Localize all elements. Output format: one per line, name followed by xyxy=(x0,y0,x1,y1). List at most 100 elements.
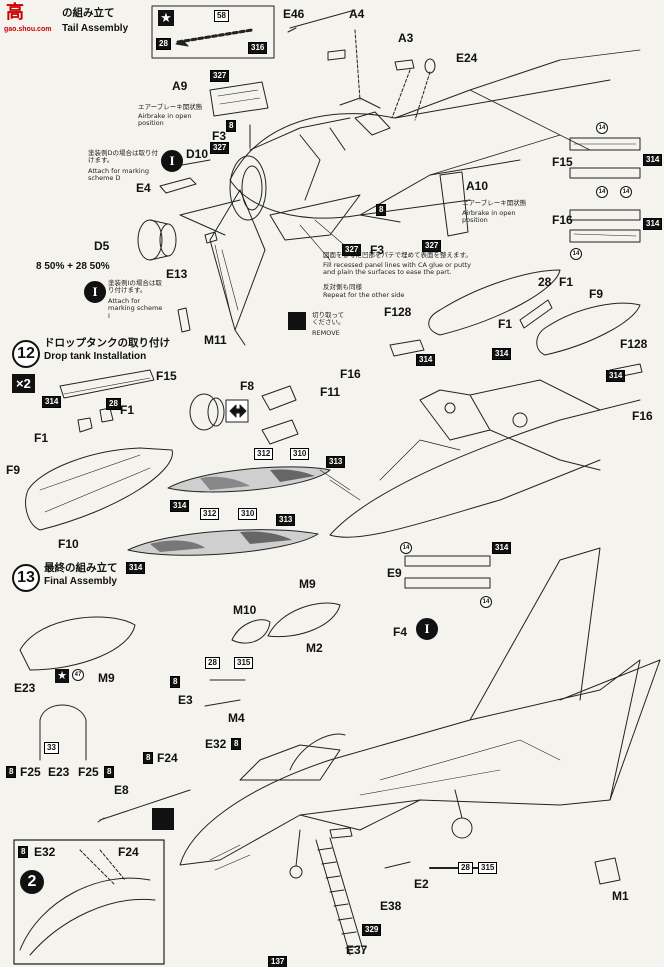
part-label-f15-tank: F15 xyxy=(156,369,177,383)
decal-ref-14-e: 14 xyxy=(400,542,412,554)
exhaust-part-d5 xyxy=(137,219,177,261)
inset-callout-number: 2 xyxy=(20,870,44,894)
tank-sway-e9 xyxy=(404,555,491,589)
repeat-note-jp: 反対側も同様 xyxy=(323,283,362,291)
paint-8-g: 8 xyxy=(104,766,115,778)
part-label-a9: A9 xyxy=(172,79,188,93)
part-label-f1-tank-a: F1 xyxy=(120,403,135,417)
paint-314-d: 314 xyxy=(416,354,436,366)
scheme-d-note-jp: 塗装例Dの場合は取り付けます。 xyxy=(88,149,159,165)
part-label-e23-top: E23 xyxy=(14,681,36,695)
airbrake2-note-en: Airbrake in open position xyxy=(462,209,516,225)
fill-note-en: Fill recessed panel lines with CA glue o… xyxy=(323,261,472,277)
paint-314-i: 314 xyxy=(492,542,512,554)
boarding-ladder xyxy=(315,827,365,956)
part-label-m9-canopy: M9 xyxy=(299,577,316,591)
paint-28-a: 28 xyxy=(156,38,171,50)
ecm-panel-drawings xyxy=(569,137,641,243)
part-a4 xyxy=(327,49,346,61)
camo-tank-1 xyxy=(167,466,331,493)
refuel-probe-e8 xyxy=(97,789,191,823)
part-label-f25-right: F25 xyxy=(78,765,99,779)
part-label-f3-top: F3 xyxy=(212,129,227,143)
paint-mix-label: 8 50% + 28 50% xyxy=(36,261,110,272)
part-label-f3-bottom: F3 xyxy=(370,243,385,257)
part-label-e3: E3 xyxy=(178,693,193,707)
paint-314-a: 314 xyxy=(643,154,663,166)
part-e2 xyxy=(384,861,411,869)
aircraft-final-drawing xyxy=(179,547,661,879)
part-label-e4: E4 xyxy=(136,181,151,195)
inset-nose-drawing xyxy=(19,877,156,956)
part-label-f9: F9 xyxy=(6,463,21,477)
part-label-m4: M4 xyxy=(228,711,245,725)
paint-8-a: 8 xyxy=(226,120,237,132)
part-m1 xyxy=(594,857,621,885)
paint-315-a: 315 xyxy=(234,657,254,669)
airbrake-a10 xyxy=(439,171,469,237)
part-label-e46: E46 xyxy=(283,7,305,21)
part-label-f8: F8 xyxy=(240,379,255,393)
decal-ref-47: 47 xyxy=(72,669,84,681)
paint-8-e: 8 xyxy=(143,752,154,764)
star-decal-icon: ★ xyxy=(158,10,174,26)
paint-8-f: 8 xyxy=(6,766,17,778)
paint-58: 58 xyxy=(214,10,229,22)
part-label-f10: F10 xyxy=(58,537,79,551)
step12-multiplier: ×2 xyxy=(12,374,35,393)
scheme-d-note-en: Attach for marking scheme D xyxy=(88,167,149,183)
part-label-28-right: 28 xyxy=(634,337,648,351)
remove-note-en: REMOVE xyxy=(312,329,340,337)
part-e3 xyxy=(204,679,246,707)
airbrake2-note-jp: エアーブレーキ開状態 xyxy=(462,199,527,207)
paint-327-a: 327 xyxy=(210,70,230,82)
part-label-e38: E38 xyxy=(380,899,402,913)
part-label-f1-top: F1 xyxy=(559,275,574,289)
paint-28-c: 28 xyxy=(205,657,220,669)
paint-314-f: 314 xyxy=(42,396,62,408)
part-label-f25-left: F25 xyxy=(20,765,41,779)
paint-314-b: 314 xyxy=(643,218,663,230)
part-a3 xyxy=(394,59,415,71)
paint-28-e: 28 xyxy=(458,862,473,874)
paint-314-c: 314 xyxy=(492,348,512,360)
camo-tank-2 xyxy=(127,529,319,556)
step13-number: 13 xyxy=(12,564,40,592)
part-label-e13: E13 xyxy=(166,267,188,281)
paint-310-b: 310 xyxy=(238,508,258,520)
part-label-28-mid: 28 xyxy=(538,275,552,289)
step12-title-jp: ドロップタンクの取り付け xyxy=(44,337,170,349)
paint-313-b: 313 xyxy=(276,514,296,526)
windscreen-m10 xyxy=(231,619,271,644)
scheme-i-badge-2: I xyxy=(84,281,106,303)
part-label-e2: E2 xyxy=(414,877,429,891)
paint-314-e: 314 xyxy=(606,370,626,382)
airbrake-note-en: Airbrake in open position xyxy=(138,112,192,128)
canopy-m9 xyxy=(267,602,341,638)
part-label-f4: F4 xyxy=(393,625,408,639)
star-decal-icon-2: ★ xyxy=(55,669,69,683)
part-label-e9-sway: E9 xyxy=(387,566,402,580)
logo-text: 高 xyxy=(6,2,24,23)
part-label-f24-inset: F24 xyxy=(118,845,139,859)
part-label-m9-detail: M9 xyxy=(98,671,115,685)
airbrake-note-jp: エアーブレーキ開状態 xyxy=(138,103,203,111)
part-label-f16-left: F16 xyxy=(340,367,361,381)
part-label-m11: M11 xyxy=(204,333,227,347)
step13-title-en: Final Assembly xyxy=(44,576,117,587)
part-e13 xyxy=(204,231,218,244)
paint-8-c: 8 xyxy=(170,676,181,688)
part-d10 xyxy=(181,159,211,166)
part-label-e32: E32 xyxy=(205,737,227,751)
part-label-f15-ecm: F15 xyxy=(552,155,573,169)
canopy-frame-detail xyxy=(39,704,87,761)
paint-315-b: 315 xyxy=(478,862,498,874)
paint-314-g: 314 xyxy=(170,500,190,512)
part-label-f1-left: F1 xyxy=(384,305,399,319)
scheme-i-badge: I xyxy=(161,150,183,172)
paint-8-h: 8 xyxy=(18,846,29,858)
part-label-d5: D5 xyxy=(94,239,110,253)
step13-title-jp: 最終の組み立て xyxy=(44,562,118,574)
